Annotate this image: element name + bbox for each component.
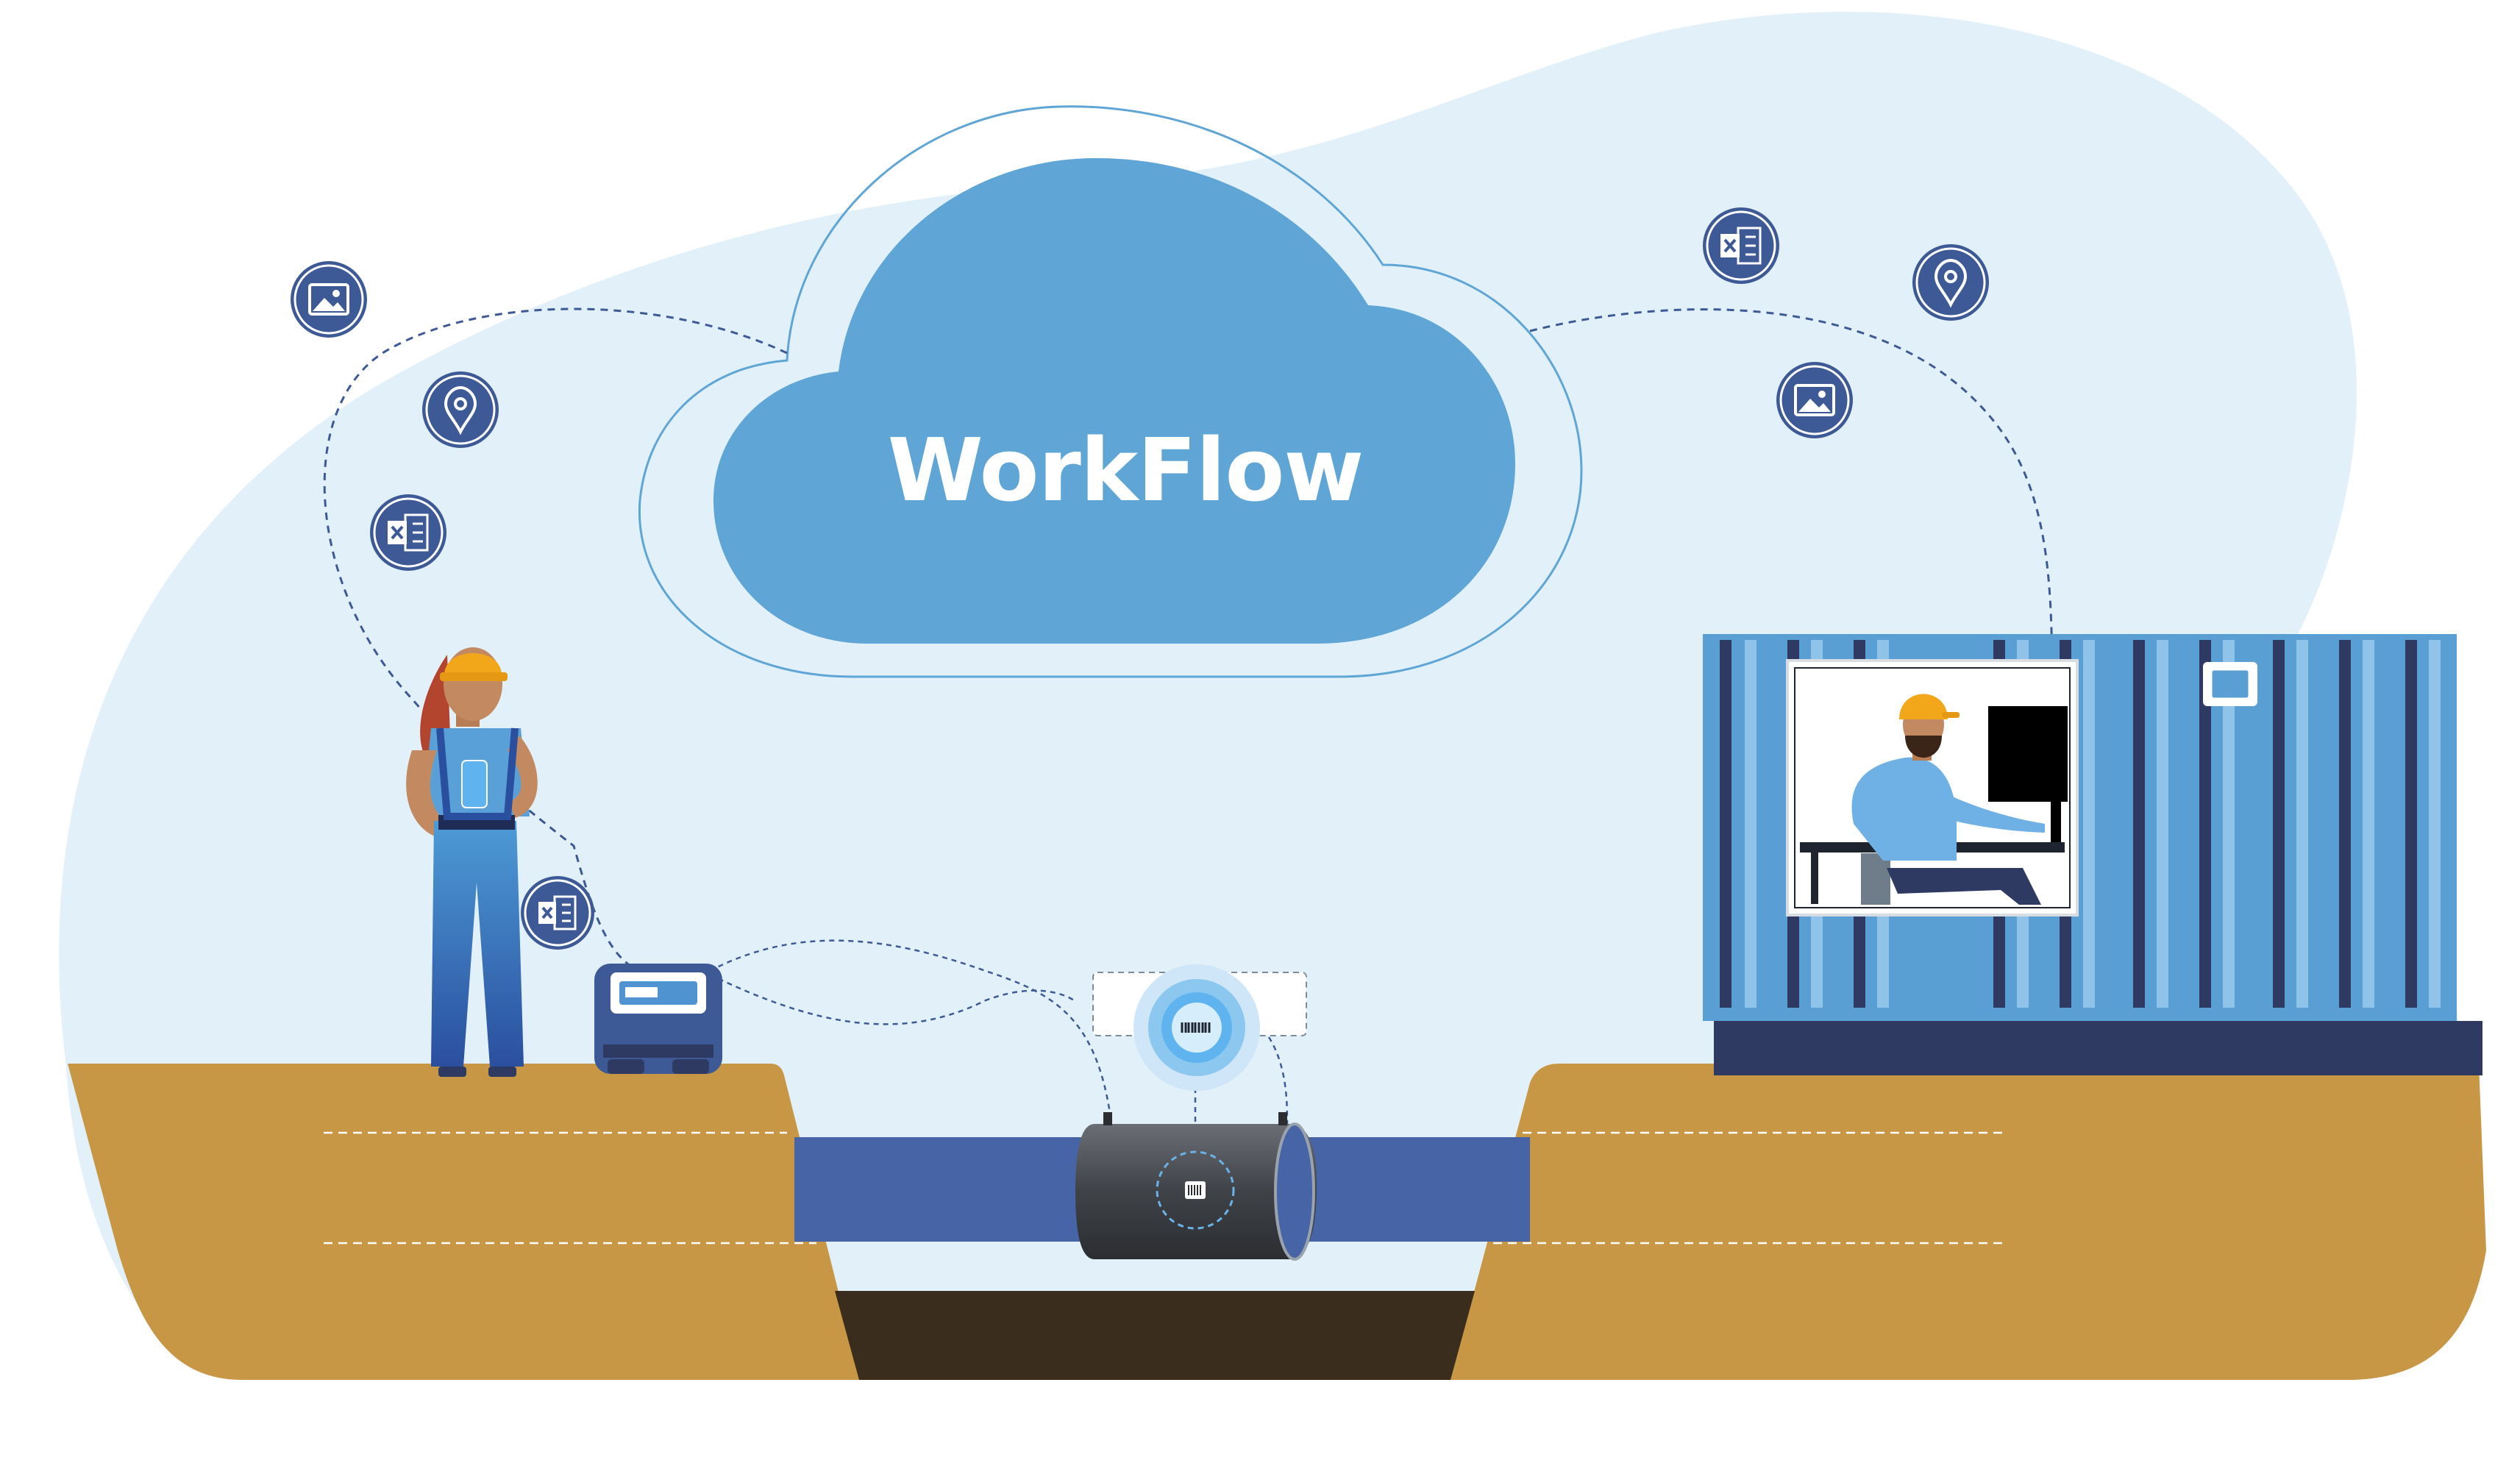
flow-line-device-to-sensor	[709, 973, 1075, 1025]
monitor	[1988, 706, 2068, 802]
location-pin-icon	[1912, 244, 1989, 321]
excel-file-icon	[370, 494, 446, 571]
barcode-scan-tag	[1092, 964, 1307, 1091]
excel-file-icon	[1703, 207, 1779, 284]
location-pin-icon	[422, 371, 499, 448]
workflow-cloud	[713, 158, 1515, 644]
ground-left	[68, 1064, 861, 1380]
site-office-container	[1703, 634, 2482, 1075]
data-flow-lines	[323, 307, 2054, 969]
trench-floor	[835, 1291, 1475, 1380]
hard-hat	[1899, 694, 1948, 719]
phone-icon	[461, 760, 488, 808]
image-icon	[291, 261, 367, 338]
cloud-outline	[638, 105, 1583, 678]
flow-line-cloud-to-worker	[323, 307, 788, 969]
pipe-coupler	[1075, 1112, 1317, 1261]
field-worker	[406, 647, 538, 1077]
ground-dashes	[324, 1131, 2008, 1245]
excel-file-icon	[521, 876, 594, 950]
fusion-control-unit	[594, 964, 722, 1074]
office-worker	[1851, 694, 2045, 905]
image-icon	[1776, 362, 1853, 438]
hard-hat	[444, 653, 502, 675]
barcode-icon	[1181, 1022, 1211, 1033]
cloud-title: WorkFlow	[887, 419, 1364, 521]
flow-line-cloud-to-office	[1529, 308, 2054, 707]
barcode-icon	[1185, 1181, 1206, 1199]
coupler-barcode-ring	[1156, 1150, 1235, 1230]
ground-right	[1451, 1064, 2486, 1380]
flow-line-tag-to-coupler	[1267, 1036, 1289, 1126]
